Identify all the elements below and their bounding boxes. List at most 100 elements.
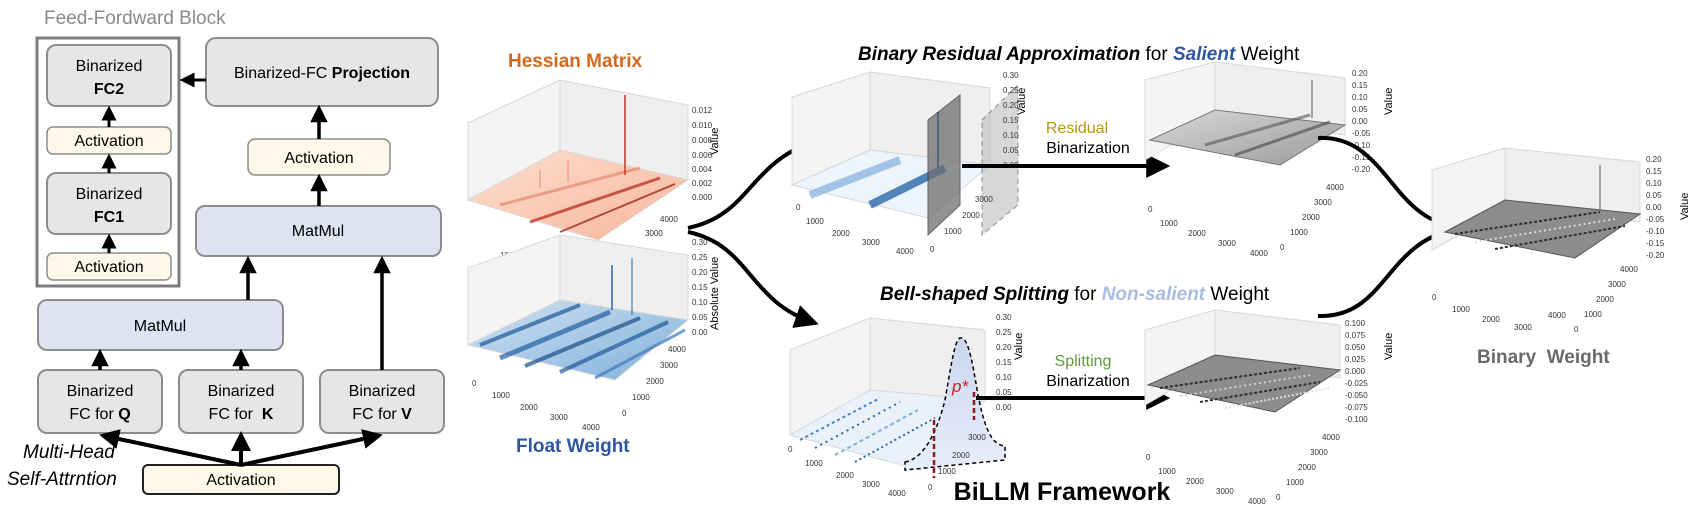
- binary-weight-title: Binary Weight: [1477, 347, 1610, 368]
- rout-xt-3000: 3000: [1218, 239, 1236, 248]
- salient-ztick-1: 0.25: [1003, 86, 1019, 95]
- salient-xt-0: 0: [796, 203, 801, 212]
- ns-ztick-0: 0.30: [996, 313, 1012, 322]
- fc-k-box: [178, 369, 304, 434]
- bin-ztick-7: -0.15: [1646, 239, 1665, 248]
- fc-q-line1: Binarized: [67, 383, 134, 400]
- binary-zlabel: Value: [1679, 193, 1691, 220]
- rout-ztick-2: 0.10: [1352, 93, 1368, 102]
- rout-ztick-7: -0.15: [1352, 153, 1371, 162]
- split-out-zlabel: Value: [1383, 333, 1395, 360]
- bin-ztick-8: -0.20: [1646, 251, 1665, 260]
- rout-ztick-5: -0.05: [1352, 129, 1371, 138]
- fc-k-line2: FC for K: [209, 406, 274, 423]
- sout-xt-3000: 3000: [1216, 487, 1234, 496]
- sout-ztick-5: -0.025: [1345, 379, 1368, 388]
- sout-ztick-3: 0.025: [1345, 355, 1366, 364]
- fc-k-line1: Binarized: [208, 383, 275, 400]
- bin-xt-3000: 3000: [1514, 323, 1532, 332]
- residual-title-salient: Salient: [1173, 44, 1236, 65]
- ns-ztick-1: 0.25: [996, 328, 1012, 337]
- residual-out-zticks: 0.20 0.15 0.10 0.05 0.00 -0.05 -0.10 -0.…: [1352, 69, 1371, 174]
- arrow-to-nonsalient: [687, 230, 819, 328]
- rout-yt-0: 0: [1280, 243, 1285, 252]
- float-ztick-0: 0.30: [692, 238, 708, 247]
- float-xt-4000: 4000: [582, 423, 600, 432]
- bin-xt-1000: 1000: [1452, 305, 1470, 314]
- splitting-label-2: Binarization: [1046, 373, 1130, 390]
- fc-v-bold: V: [401, 406, 412, 423]
- hessian-ztick-6: 0.000: [692, 193, 713, 202]
- multihead-line1: Multi-Head: [23, 442, 116, 463]
- bin-yt-3000: 3000: [1608, 280, 1626, 289]
- activation-mid-label: Activation: [284, 150, 353, 167]
- sout-ztick-7: -0.075: [1345, 403, 1368, 412]
- sout-ztick-4: 0.000: [1345, 367, 1366, 376]
- fc-v-box: [319, 369, 445, 434]
- nonsalient-axis-ticks: 0 1000 2000 3000 4000 3000 2000 1000 0: [788, 433, 986, 498]
- rout-ztick-4: 0.00: [1352, 117, 1368, 126]
- ns-yt-2000: 2000: [952, 451, 970, 460]
- arrow-input-to-v: [240, 429, 383, 467]
- salient-ztick-2: 0.20: [1003, 101, 1019, 110]
- fc-q-bold: Q: [118, 406, 130, 423]
- salient-ztick-3: 0.15: [1003, 116, 1019, 125]
- float-yt-1000: 1000: [632, 393, 650, 402]
- hessian-yt-4000: 4000: [660, 215, 678, 224]
- fc-q-prefix: FC for: [69, 406, 118, 423]
- bin-yt-2000: 2000: [1596, 295, 1614, 304]
- ffn-activation-top-label: Activation: [74, 133, 143, 150]
- ns-yt-3000: 3000: [968, 433, 986, 442]
- ffn-frame: [35, 36, 181, 288]
- bin-ztick-0: 0.20: [1646, 155, 1662, 164]
- hessian-ztick-3: 0.006: [692, 151, 713, 160]
- sout-ztick-2: 0.050: [1345, 343, 1366, 352]
- residual-label-1: Residual: [1046, 120, 1108, 137]
- ns-ztick-6: 0.00: [996, 403, 1012, 412]
- fc-v-line2: FC for V: [352, 406, 412, 423]
- sout-ztick-1: 0.075: [1345, 331, 1366, 340]
- salient-zlabel: Value: [1016, 88, 1028, 115]
- fc-k-prefix: FC for: [209, 406, 262, 423]
- bin-ztick-3: 0.05: [1646, 191, 1662, 200]
- hessian-title: Hessian Matrix: [508, 51, 643, 72]
- bin-ztick-6: -0.10: [1646, 227, 1665, 236]
- ns-ztick-5: 0.05: [996, 388, 1012, 397]
- salient-yt-1000: 1000: [944, 227, 962, 236]
- rout-yt-3000: 3000: [1314, 198, 1332, 207]
- bin-ztick-4: 0.00: [1646, 203, 1662, 212]
- ffn-title: Feed-Fordward Block: [44, 8, 226, 29]
- fc-v-prefix: FC for: [352, 406, 401, 423]
- residual-out-zlabel: Value: [1383, 88, 1395, 115]
- binary-axis-ticks: 0 1000 2000 3000 4000 4000 3000 2000 100…: [1432, 265, 1638, 334]
- multihead-line2: Self-Attrntion: [7, 469, 117, 490]
- projection-prefix: Binarized-FC: [234, 65, 332, 82]
- ns-xt-0: 0: [788, 445, 793, 454]
- rout-xt-2000: 2000: [1188, 229, 1206, 238]
- float-xt-1000: 1000: [492, 391, 510, 400]
- float-zticks: 0.30 0.25 0.20 0.15 0.10 0.05 0.00: [692, 238, 708, 337]
- float-ztick-2: 0.20: [692, 268, 708, 277]
- rout-xt-1000: 1000: [1160, 219, 1178, 228]
- bin-xt-4000: 4000: [1548, 311, 1566, 320]
- float-yt-3000: 3000: [660, 361, 678, 370]
- float-ztick-6: 0.00: [692, 328, 708, 337]
- rout-ztick-0: 0.20: [1352, 69, 1368, 78]
- sout-xt-1000: 1000: [1158, 467, 1176, 476]
- ns-xt-2000: 2000: [836, 471, 854, 480]
- salient-ztick-4: 0.10: [1003, 131, 1019, 140]
- bin-ztick-5: -0.05: [1646, 215, 1665, 224]
- sout-yt-3000: 3000: [1310, 448, 1328, 457]
- sout-xt-0: 0: [1146, 453, 1151, 462]
- sout-ztick-0: 0.100: [1345, 319, 1366, 328]
- residual-label-2: Binarization: [1046, 140, 1130, 157]
- float-ztick-3: 0.15: [692, 283, 708, 292]
- nonsalient-zticks: 0.30 0.25 0.20 0.15 0.10 0.05 0.00: [996, 313, 1012, 412]
- split-out-axis-ticks: 0 1000 2000 3000 4000 4000 3000 2000 100…: [1146, 433, 1340, 506]
- splitting-output-plot: [1144, 309, 1342, 413]
- float-ztick-4: 0.10: [692, 298, 708, 307]
- nonsalient-zlabel: Value: [1013, 333, 1025, 360]
- residual-title: Binary Residual Approximation for Salien…: [858, 44, 1300, 65]
- float-ztick-5: 0.05: [692, 313, 708, 322]
- bin-yt-4000: 4000: [1620, 265, 1638, 274]
